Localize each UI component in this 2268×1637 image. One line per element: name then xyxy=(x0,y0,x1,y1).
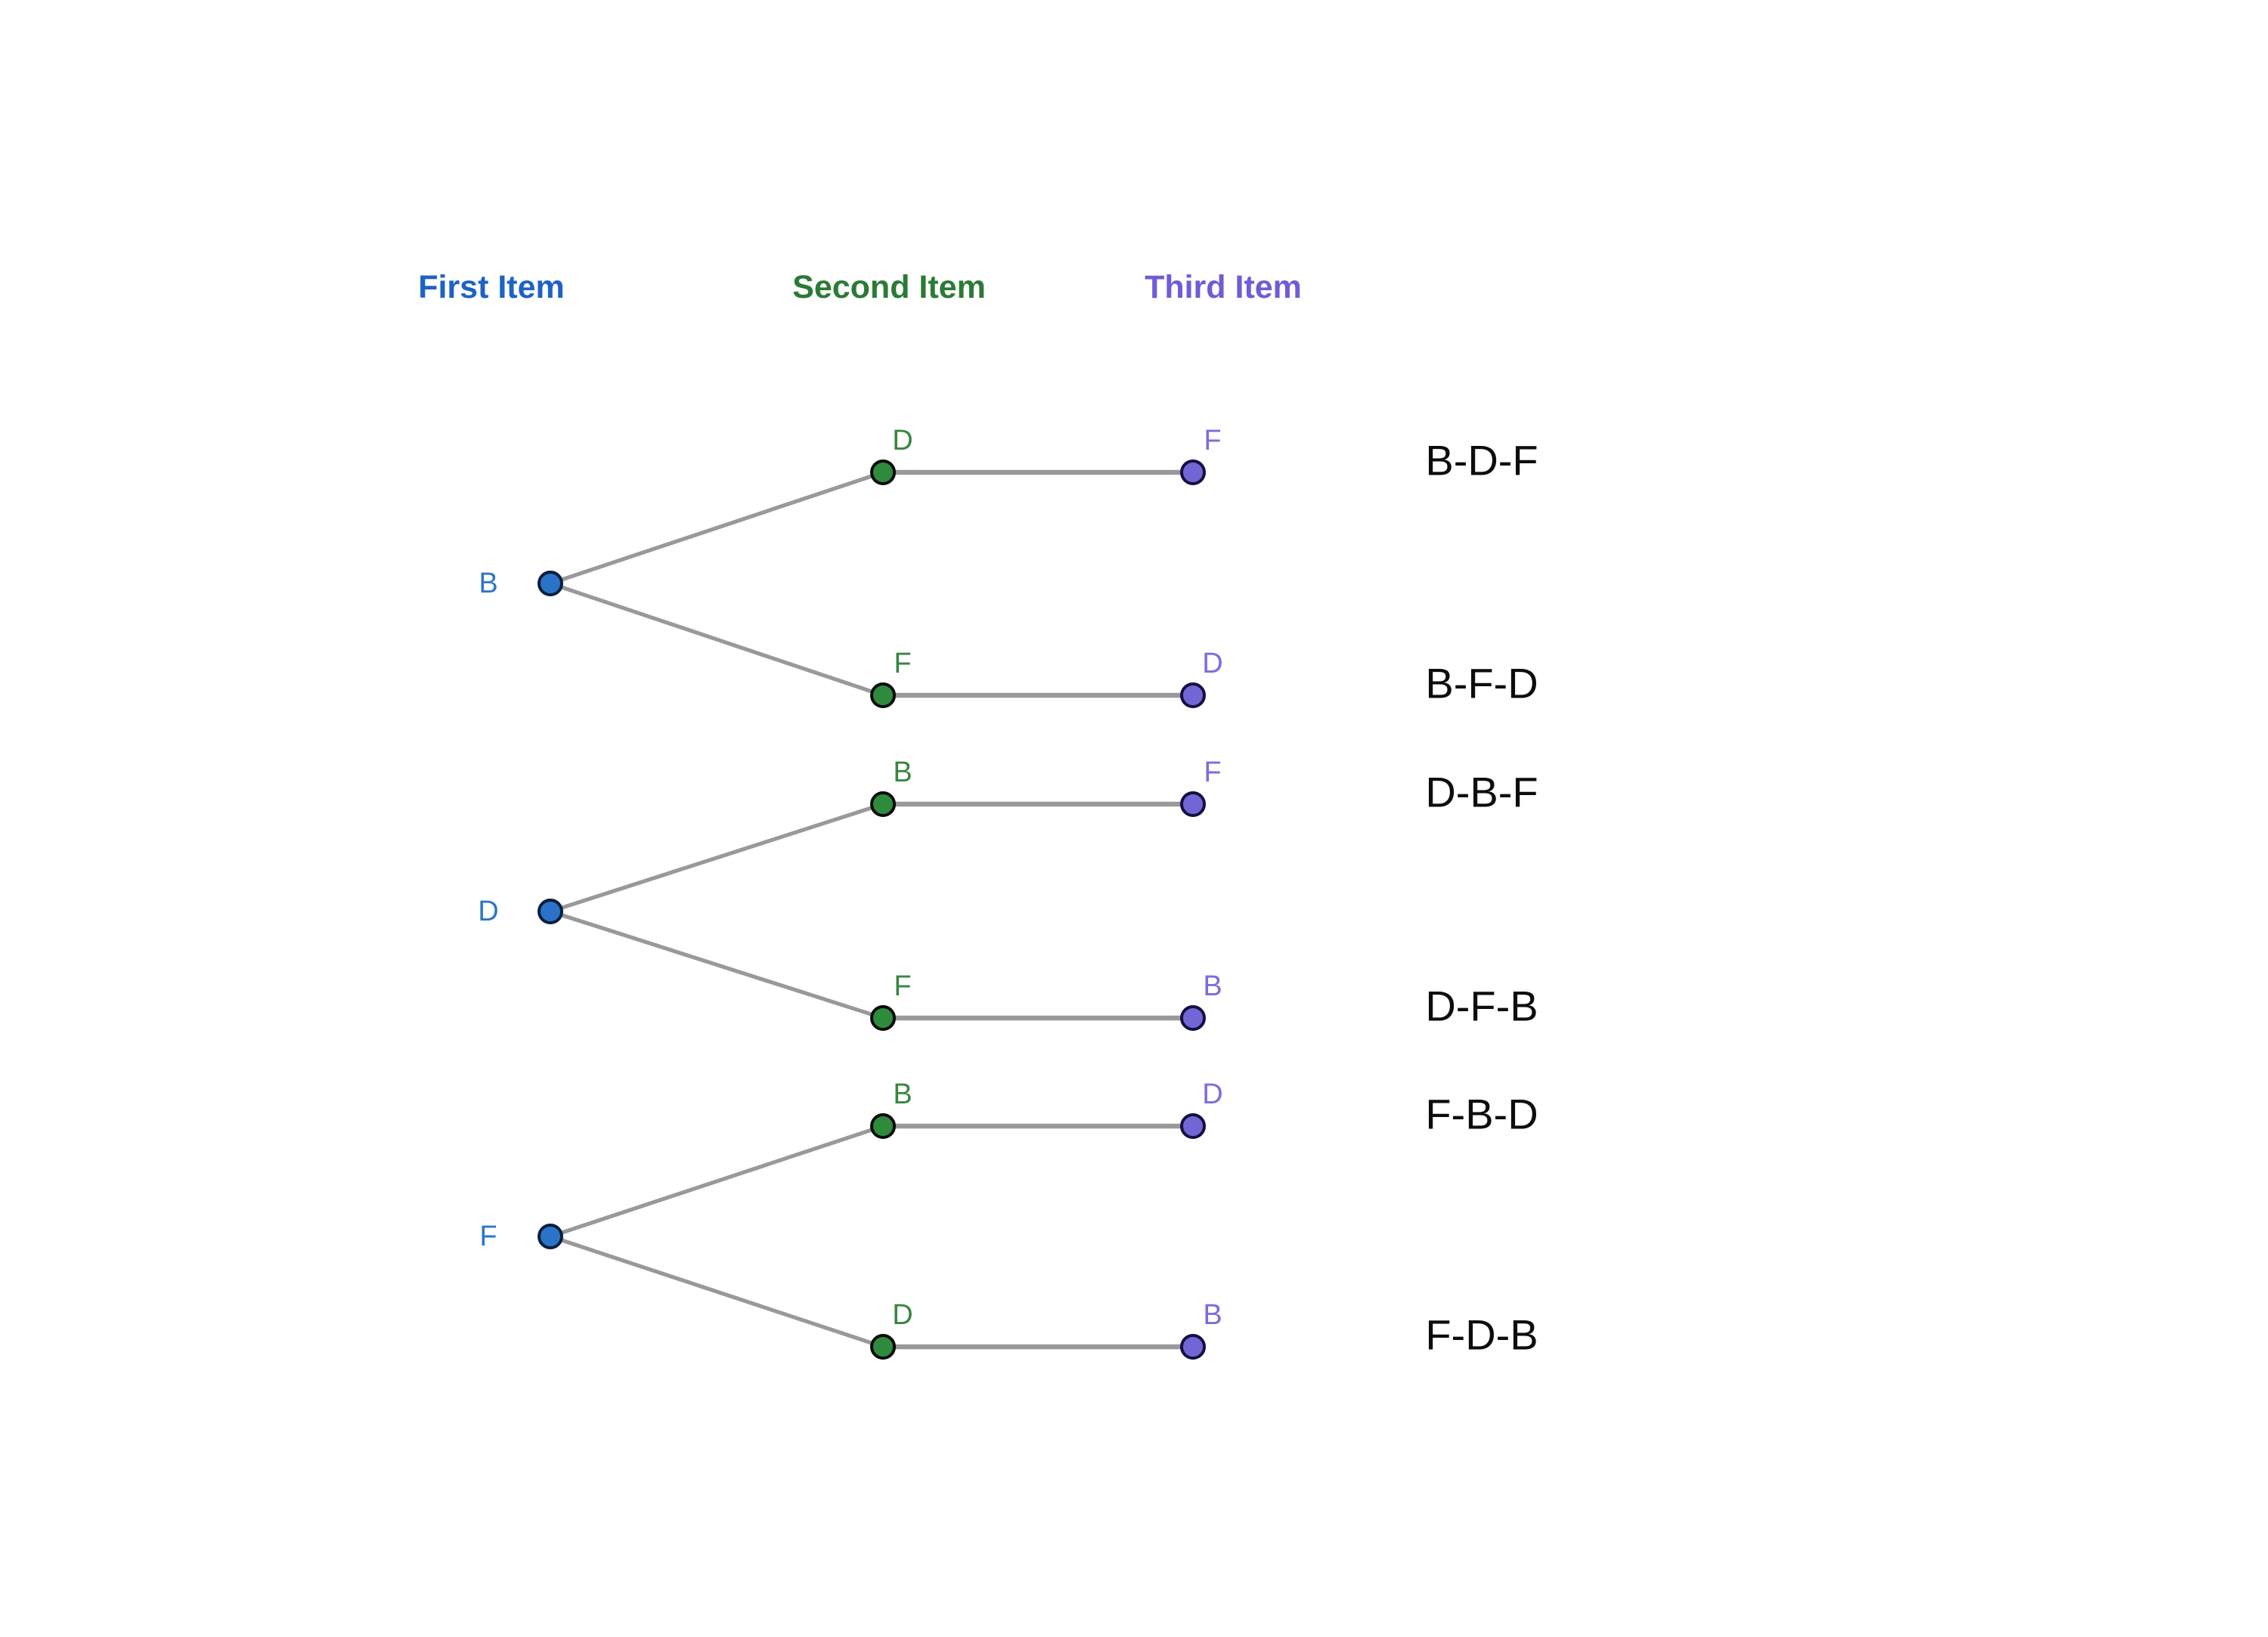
third-item-letter: B xyxy=(1203,1299,1222,1331)
outcome-label: D-F-B xyxy=(1425,983,1538,1030)
second-item-letter: F xyxy=(894,970,911,1002)
third-item-node xyxy=(1180,1334,1206,1360)
second-item-node xyxy=(870,1334,896,1360)
third-item-node xyxy=(1180,1005,1206,1031)
first-item-node xyxy=(538,899,563,924)
header-third-item: Third Item xyxy=(1145,269,1302,305)
edge-first-to-second xyxy=(550,1234,884,1349)
third-item-letter: F xyxy=(1204,757,1221,788)
second-item-node xyxy=(870,1005,896,1031)
header-second-item: Second Item xyxy=(792,269,986,305)
third-item-letter: D xyxy=(1202,648,1222,679)
edge-first-to-second xyxy=(550,581,884,698)
outcome-label: F-B-D xyxy=(1425,1091,1538,1138)
first-item-letter: B xyxy=(479,568,497,599)
second-item-letter: D xyxy=(892,425,912,456)
second-item-node xyxy=(870,791,896,817)
third-item-node xyxy=(1180,791,1206,817)
third-item-node xyxy=(1180,682,1206,708)
third-item-letter: B xyxy=(1203,970,1222,1002)
first-item-node xyxy=(538,571,563,596)
header-first-item: First Item xyxy=(418,269,565,305)
third-item-node xyxy=(1180,1113,1206,1139)
edge-first-to-second xyxy=(550,909,884,1020)
outcome-label: D-B-F xyxy=(1425,769,1538,816)
edge-first-to-second xyxy=(550,802,884,914)
first-item-letter: D xyxy=(478,896,498,927)
second-item-letter: B xyxy=(893,757,912,788)
second-item-node xyxy=(870,460,896,485)
third-item-letter: D xyxy=(1202,1078,1222,1110)
edge-layer xyxy=(550,469,1193,1350)
second-item-letter: D xyxy=(892,1299,912,1331)
node-layer: B D F B-D-F F D B-F-D D B F D-B-F F B D-F-B F B D F-B-D D B… xyxy=(478,425,1538,1360)
third-item-node xyxy=(1180,460,1206,485)
second-item-node xyxy=(870,682,896,708)
outcome-label: B-D-F xyxy=(1425,437,1538,484)
first-item-node xyxy=(538,1224,563,1249)
third-item-letter: F xyxy=(1204,425,1221,456)
second-item-letter: B xyxy=(893,1078,912,1110)
outcome-label: F-D-B xyxy=(1425,1311,1538,1359)
second-item-letter: F xyxy=(894,648,911,679)
first-item-letter: F xyxy=(479,1221,497,1252)
edge-first-to-second xyxy=(550,1124,884,1239)
outcome-label: B-F-D xyxy=(1425,660,1538,707)
second-item-node xyxy=(870,1113,896,1139)
edge-first-to-second xyxy=(550,470,884,586)
